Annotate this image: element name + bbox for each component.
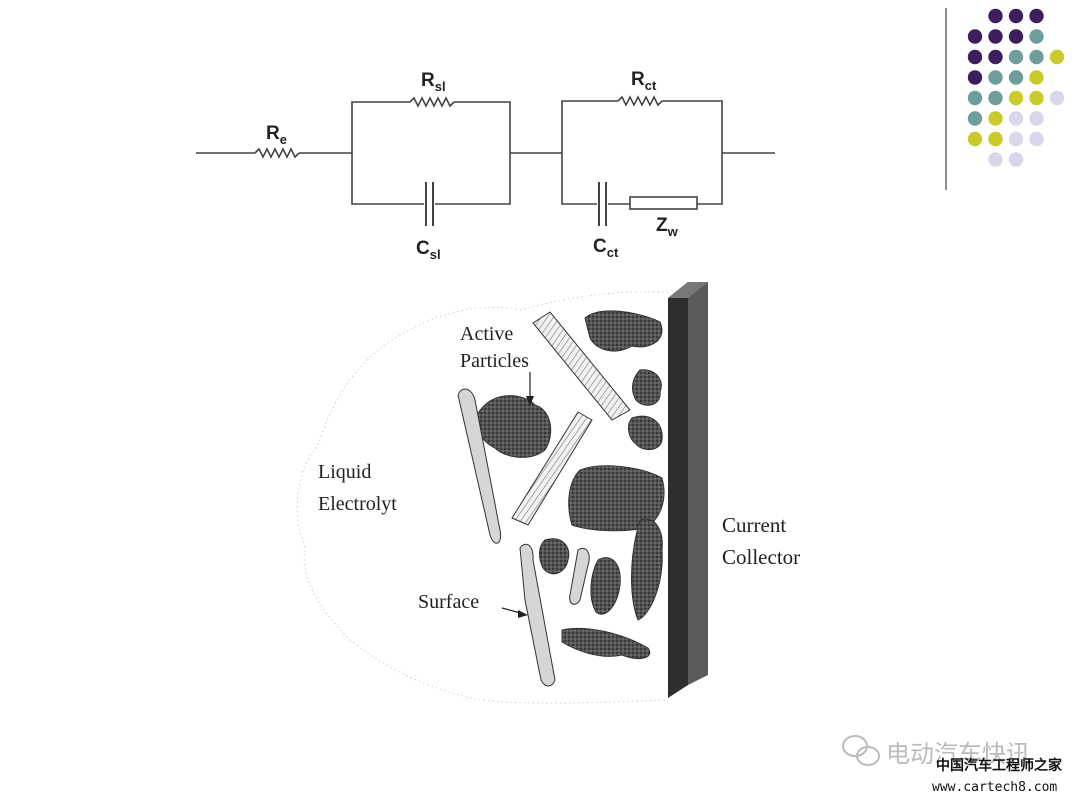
active-particle-dark — [632, 369, 662, 406]
label-active-particles: Active Particles — [460, 323, 529, 372]
decorative-dot — [988, 8, 1003, 24]
electrode-schematic: Active Particles Liquid Electrolyt Surfa… — [296, 282, 800, 704]
rc2-frame-bottom-right — [697, 153, 723, 205]
decorative-dot — [1008, 49, 1024, 65]
label-zw-sub: w — [667, 224, 679, 239]
rc1-frame-bottom — [351, 153, 424, 205]
active-particle-striped — [532, 311, 631, 421]
decorative-dot — [1029, 90, 1044, 106]
decorative-dot — [1029, 8, 1044, 24]
decorative-dot — [1049, 49, 1065, 65]
decorative-dot — [967, 131, 983, 147]
label-csl-main: C — [416, 238, 430, 259]
decorative-dot — [1008, 131, 1024, 147]
decorative-dot — [1008, 8, 1024, 24]
label-re-main: R — [266, 123, 280, 144]
active-particle-dark — [590, 557, 621, 615]
rc2-frame-top-right — [662, 100, 723, 153]
resistor-rct-symbol — [617, 95, 663, 107]
wechat-icon — [842, 735, 880, 766]
decorative-dot — [1029, 131, 1044, 147]
watermark: 电动汽车快讯 中国汽车工程师之家 www.cartech8.com — [842, 735, 1063, 795]
arrow-active-particles-head — [526, 396, 534, 406]
decorative-dot — [967, 29, 983, 44]
label-rsl-main: R — [421, 70, 435, 91]
decorative-dot — [988, 49, 1003, 65]
active-particle-dark — [475, 395, 552, 458]
active-particle-dark — [539, 538, 570, 575]
label-rsl: Rsl — [421, 70, 446, 94]
decorative-dot — [967, 111, 983, 126]
decorative-dot — [1008, 90, 1024, 106]
label-rct: Rct — [631, 69, 657, 93]
label-re: Re — [266, 123, 287, 147]
equivalent-circuit — [196, 95, 775, 226]
decorative-dot-grid — [967, 8, 1065, 167]
decorative-dot — [988, 29, 1003, 44]
active-particle-striped — [511, 411, 593, 526]
label-liquid-line2: Electrolyt — [318, 493, 397, 515]
resistor-re-symbol — [254, 147, 300, 159]
active-particle-dark — [631, 518, 663, 621]
decorative-dot — [967, 90, 983, 106]
label-cct-sub: ct — [607, 245, 619, 260]
label-liquid-electrolyte: Liquid Electrolyt — [318, 461, 397, 515]
label-csl-sub: sl — [430, 247, 441, 262]
resistor-rsl-symbol — [409, 96, 455, 108]
decorative-dot — [1049, 90, 1065, 106]
decorative-dot — [1008, 152, 1024, 167]
label-collector-line2: Collector — [722, 545, 800, 569]
decorative-dot — [1008, 29, 1024, 44]
label-active-line2: Particles — [460, 350, 529, 372]
decorative-dot — [1029, 29, 1044, 44]
label-zw-main: Z — [656, 215, 668, 236]
decorative-dot — [988, 131, 1003, 147]
decorative-dot — [1029, 111, 1044, 126]
label-zw: Zw — [656, 215, 679, 239]
decorative-dot — [967, 49, 983, 65]
label-collector-line1: Current — [722, 513, 786, 537]
label-cct: Cct — [593, 236, 619, 260]
decorative-dot — [988, 70, 1003, 85]
decorative-dot — [1008, 111, 1024, 126]
decorative-dot — [1029, 70, 1044, 85]
active-particle-dark — [584, 310, 663, 352]
watermark-url: www.cartech8.com — [932, 780, 1057, 795]
active-particle-light — [519, 543, 556, 687]
decorative-dot — [988, 111, 1003, 126]
active-particle-dark — [628, 415, 663, 450]
current-collector-top — [668, 282, 708, 298]
warburg-zw-symbol — [629, 196, 698, 210]
label-cct-main: C — [593, 236, 607, 257]
current-collector-front — [668, 282, 688, 698]
arrow-surface-head — [518, 610, 528, 618]
electrolyte-boundary — [296, 291, 669, 704]
label-current-collector: Current Collector — [722, 513, 800, 569]
label-re-sub: e — [280, 132, 287, 147]
active-particle-light — [457, 388, 502, 544]
decorative-dot — [1029, 49, 1044, 65]
label-rct-main: R — [631, 69, 645, 90]
rc1-frame-bottom-right — [435, 153, 511, 205]
label-liquid-line1: Liquid — [318, 461, 371, 483]
rc2-frame-top — [561, 100, 618, 153]
active-particle-light — [569, 547, 590, 605]
decorative-dot — [988, 152, 1003, 167]
label-rct-sub: ct — [645, 78, 657, 93]
watermark-channel: 电动汽车快讯 — [886, 740, 1030, 768]
current-collector-side — [688, 282, 708, 685]
decorative-dot — [988, 90, 1003, 106]
rc2-frame-bottom — [561, 153, 597, 205]
label-rsl-sub: sl — [435, 79, 446, 94]
label-surface: Surface — [418, 591, 479, 613]
label-csl: Csl — [416, 238, 441, 262]
watermark-site-name: 中国汽车工程师之家 — [936, 757, 1063, 774]
rc1-frame-top-right — [454, 101, 511, 153]
active-particle-dark — [561, 627, 651, 659]
rc1-frame-top — [351, 101, 410, 153]
decorative-dot — [1008, 70, 1024, 85]
label-active-line1: Active — [460, 323, 513, 345]
decorative-dot — [967, 70, 983, 85]
